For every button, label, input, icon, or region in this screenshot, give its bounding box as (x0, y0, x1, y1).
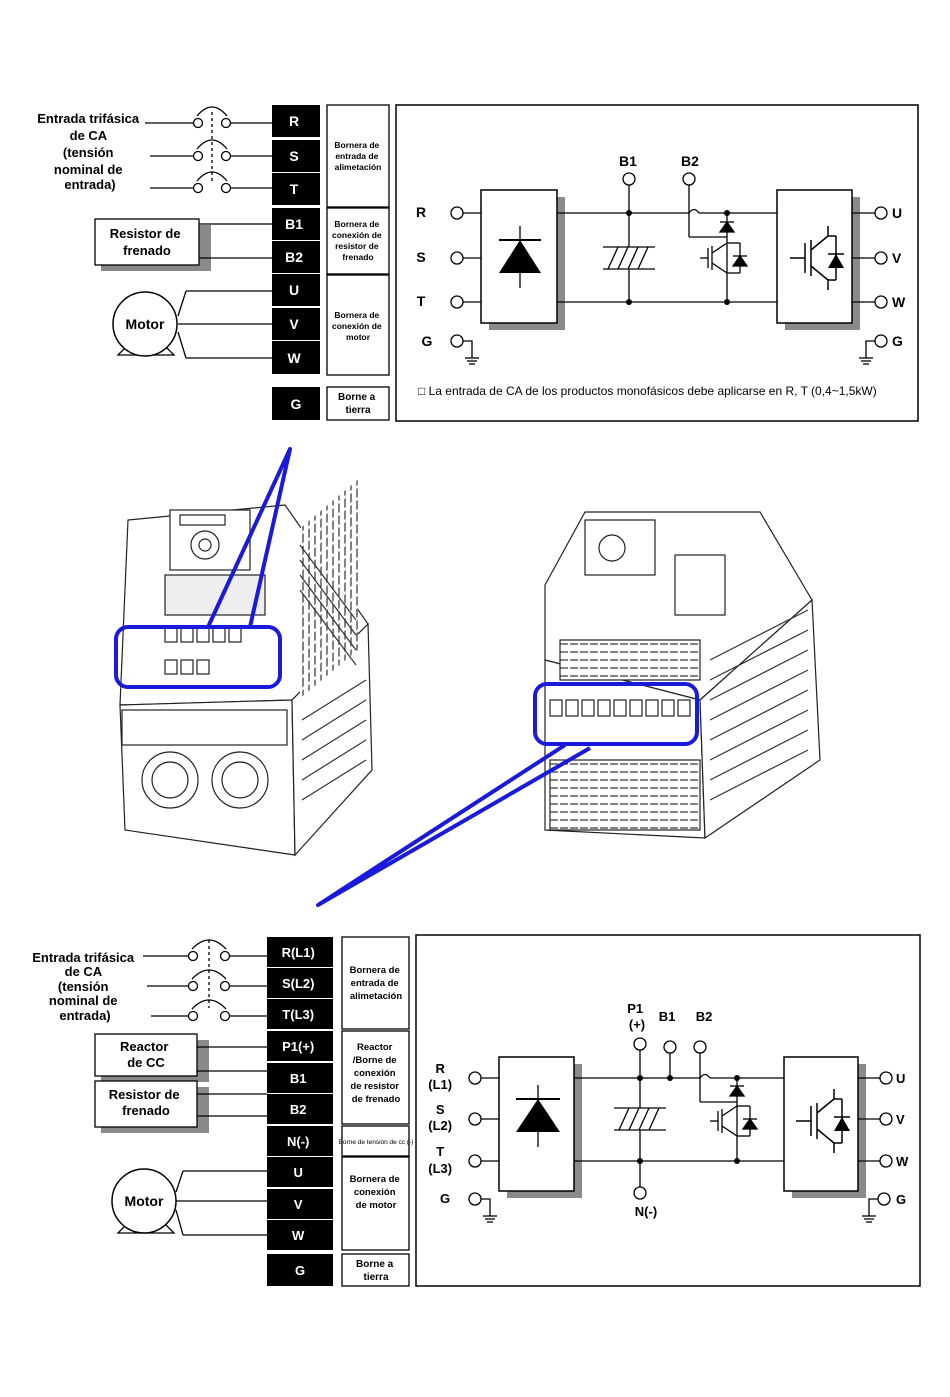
bottom-terminal-label: N(-) (287, 1134, 309, 1149)
bottom-group-labels (341, 936, 410, 1287)
bottom-dc-group-label: Borne de tensión de cc (-) (339, 1139, 414, 1146)
svg-text:R(L1) S(L2) T(: R(L1) S(L2) T(L3) P1(+) B1 B2 N(-) U V W… (282, 945, 319, 1278)
top-sch-output-label: U (892, 205, 902, 221)
bottom-ac-input-label: Entrada trifásica de CA (tensión nominal… (32, 950, 138, 1023)
bottom-terminal-label: P1(+) (282, 1039, 314, 1054)
bottom-brake-resistor-label: Resistor de frenado (109, 1087, 183, 1118)
top-sch-output-label: W (892, 294, 906, 310)
top-schematic-note: □ La entrada de CA de los productos mono… (418, 384, 877, 398)
bottom-input-switches (143, 939, 267, 1022)
top-terminal-label: U (289, 282, 299, 298)
top-input-switches (145, 106, 272, 194)
bottom-motor-group-label: Bornera de conexión de motor (350, 1174, 403, 1211)
top-terminal-label: W (287, 350, 301, 366)
bottom-terminal-label: U (293, 1165, 302, 1180)
bottom-terminal-label: V (294, 1197, 303, 1212)
terminal-highlight-callouts (114, 447, 699, 907)
bottom-sch-output-label: V (896, 1112, 905, 1127)
bottom-terminal-label: W (292, 1228, 305, 1243)
inverter-block (783, 1056, 859, 1192)
bottom-brake-resistor-box (94, 1080, 198, 1128)
bottom-sch-output-label: U (896, 1071, 905, 1086)
top-terminal-label: S (289, 148, 298, 164)
top-terminal-block: R S T B1 B2 U V W G (272, 105, 320, 420)
bottom-b2-label: B2 (696, 1009, 713, 1024)
bottom-terminal-label: B1 (290, 1071, 307, 1086)
top-terminal-label: B1 (285, 216, 303, 232)
top-brake-group-label: Bornera de conexión de resistor de frena… (332, 219, 384, 262)
svg-text:R S T: R S T G (416, 204, 433, 349)
top-ac-input-label: Entrada trifásica de CA (tensión nominal… (37, 111, 143, 192)
top-brake-resistor-label: Resistor de frenado (110, 226, 184, 258)
svg-text:U V W: U V W G (892, 205, 909, 349)
bottom-dc-reactor-box (94, 1033, 198, 1077)
top-schematic: R S T G B1 B2 (416, 153, 909, 398)
top-input-group-label: Bornera de entrada de alimetación (334, 140, 381, 172)
bottom-terminal-label: T(L3) (282, 1007, 314, 1022)
svg-text:R S T: R S T B1 B2 U V W G (285, 113, 307, 412)
top-wiring-section: Entrada trifásica de CA (tensión nominal… (37, 104, 919, 422)
bottom-n-label: N(-) (635, 1204, 657, 1219)
top-terminal-label: T (290, 181, 299, 197)
bottom-dc-reactor-label: Reactor de CC (120, 1039, 172, 1070)
bottom-terminal-block: R(L1) S(L2) T(L3) P1(+) B1 B2 N(-) U V W… (267, 937, 333, 1286)
bottom-reactor-group-label: Reactor /Borne de conexión de resistor d… (350, 1042, 401, 1105)
bottom-terminal-label: G (295, 1263, 305, 1278)
brake-chopper-symbol (700, 220, 749, 274)
left-drive-illustration (119, 479, 373, 857)
svg-text:U V W: U V W G (896, 1071, 912, 1207)
top-motor-symbol: Motor (112, 291, 178, 357)
top-terminal-label: B2 (285, 249, 303, 265)
top-sch-input-label: G (422, 333, 433, 349)
top-sch-input-label: R (416, 204, 426, 220)
bottom-sch-output-label: G (896, 1192, 906, 1207)
capacitor-symbol (614, 1107, 666, 1131)
bottom-ground-group-label: Borne a tierra (356, 1259, 396, 1283)
bottom-terminal-label: B2 (290, 1102, 307, 1117)
bottom-sch-output-label: W (896, 1154, 909, 1169)
top-ground-group-label: Borne a tierra (338, 392, 378, 416)
bottom-p1-label: P1 (+) (627, 1001, 647, 1032)
rectifier-block (498, 1056, 575, 1192)
top-terminal-label: R (289, 113, 299, 129)
bottom-input-group-label: Bornera de entrada de alimetación (350, 965, 403, 1002)
top-brake-resistor-box (94, 218, 200, 266)
bottom-schematic: R (L1) S (L2) T (L3) G (428, 1001, 912, 1223)
bottom-terminal-label: R(L1) (282, 945, 315, 960)
top-sch-input-label: S (416, 249, 425, 265)
top-sch-input-label: T (417, 293, 426, 309)
top-group-labels (326, 104, 390, 421)
bottom-b1-label: B1 (659, 1009, 676, 1024)
top-sch-output-label: V (892, 250, 902, 266)
bottom-sch-input-labels: R (L1) S (L2) T (L3) G (428, 1061, 455, 1206)
inverter-block (776, 189, 853, 324)
bottom-wiring-section: Entrada trifásica de CA (tensión nominal… (32, 934, 921, 1287)
top-sch-output-label: G (892, 333, 903, 349)
brake-chopper-symbol (710, 1084, 759, 1137)
bottom-motor-label: Motor (125, 1193, 164, 1209)
top-b1-label: B1 (619, 153, 637, 169)
bottom-terminal-label: S(L2) (282, 976, 315, 991)
capacitor-symbol (603, 246, 655, 270)
top-motor-group-label: Bornera de conexión de motor (332, 310, 384, 342)
top-b2-label: B2 (681, 153, 699, 169)
bottom-motor-symbol: Motor (111, 1168, 177, 1234)
top-terminal-label: V (289, 316, 299, 332)
top-motor-label: Motor (126, 316, 165, 332)
right-drive-illustration (544, 511, 821, 840)
top-terminal-label: G (291, 396, 302, 412)
